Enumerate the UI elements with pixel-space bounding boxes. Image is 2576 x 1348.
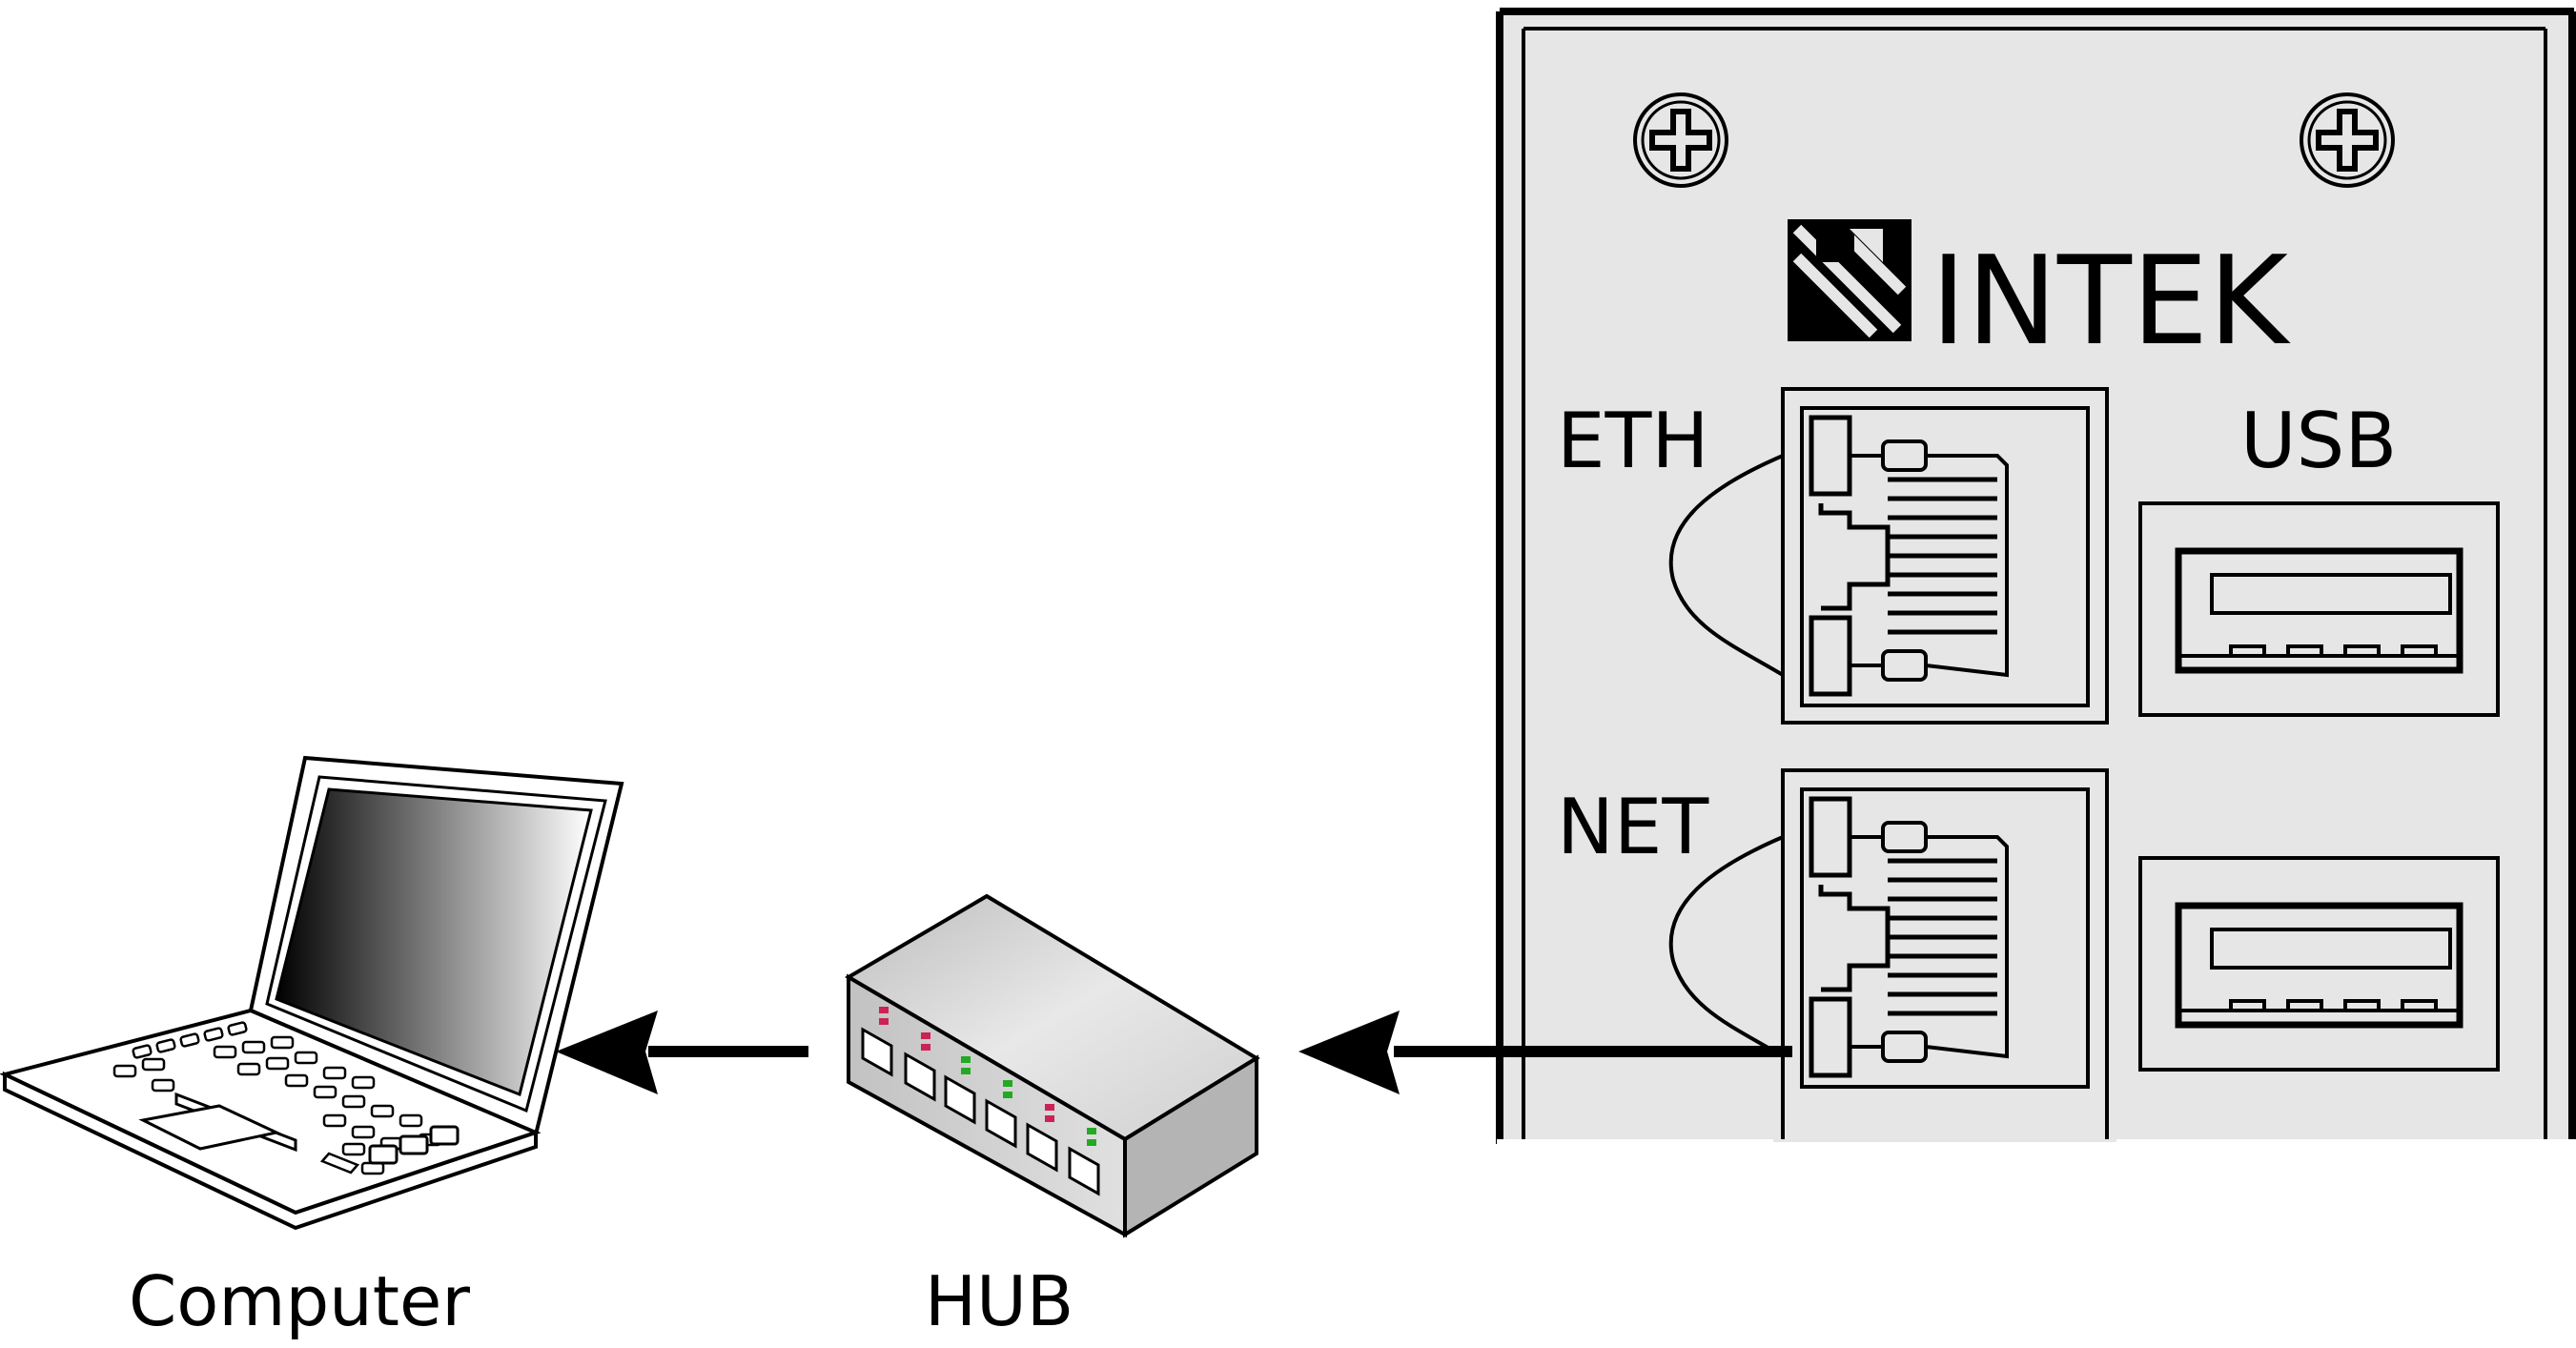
hub-to-computer-connection <box>556 1011 808 1094</box>
hub-label: HUB <box>925 1261 1073 1341</box>
net-port-label: NET <box>1557 783 1709 871</box>
laptop-icon[interactable] <box>0 755 624 1231</box>
net-to-hub-connection <box>1298 1011 1792 1094</box>
usb-port-label: USB <box>2240 397 2397 485</box>
intek-device-panel: INTEK ETH USB NET <box>1496 8 2576 1346</box>
usb-port-bottom-icon[interactable] <box>2140 858 2498 1070</box>
intek-logo-icon <box>1788 219 1912 341</box>
screw-left-icon <box>1635 94 1727 186</box>
usb-port-top-icon[interactable] <box>2140 503 2498 715</box>
brand-name: INTEK <box>1931 231 2291 373</box>
eth-port-label: ETH <box>1557 397 1709 485</box>
screw-right-icon <box>2301 94 2393 186</box>
computer-label: Computer <box>129 1261 470 1341</box>
arrow-left-icon <box>1298 1011 1400 1094</box>
arrow-left-icon <box>556 1011 658 1094</box>
network-hub-icon[interactable] <box>845 893 1260 1238</box>
